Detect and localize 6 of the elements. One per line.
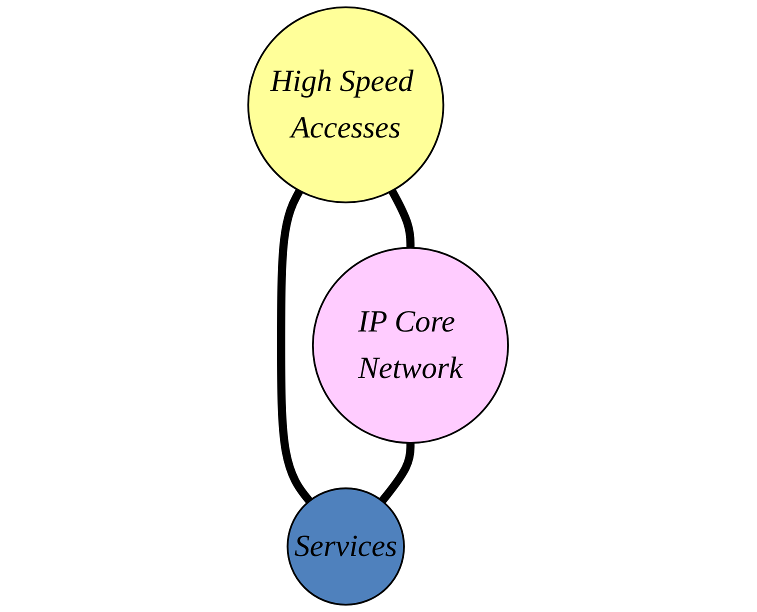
node-circle: IP Core Network [312,246,510,444]
node-circle: High Speed Accesses [248,6,445,204]
connector [388,188,415,248]
node-circle: Services [287,487,406,606]
connector [379,442,415,504]
connector [277,188,314,504]
